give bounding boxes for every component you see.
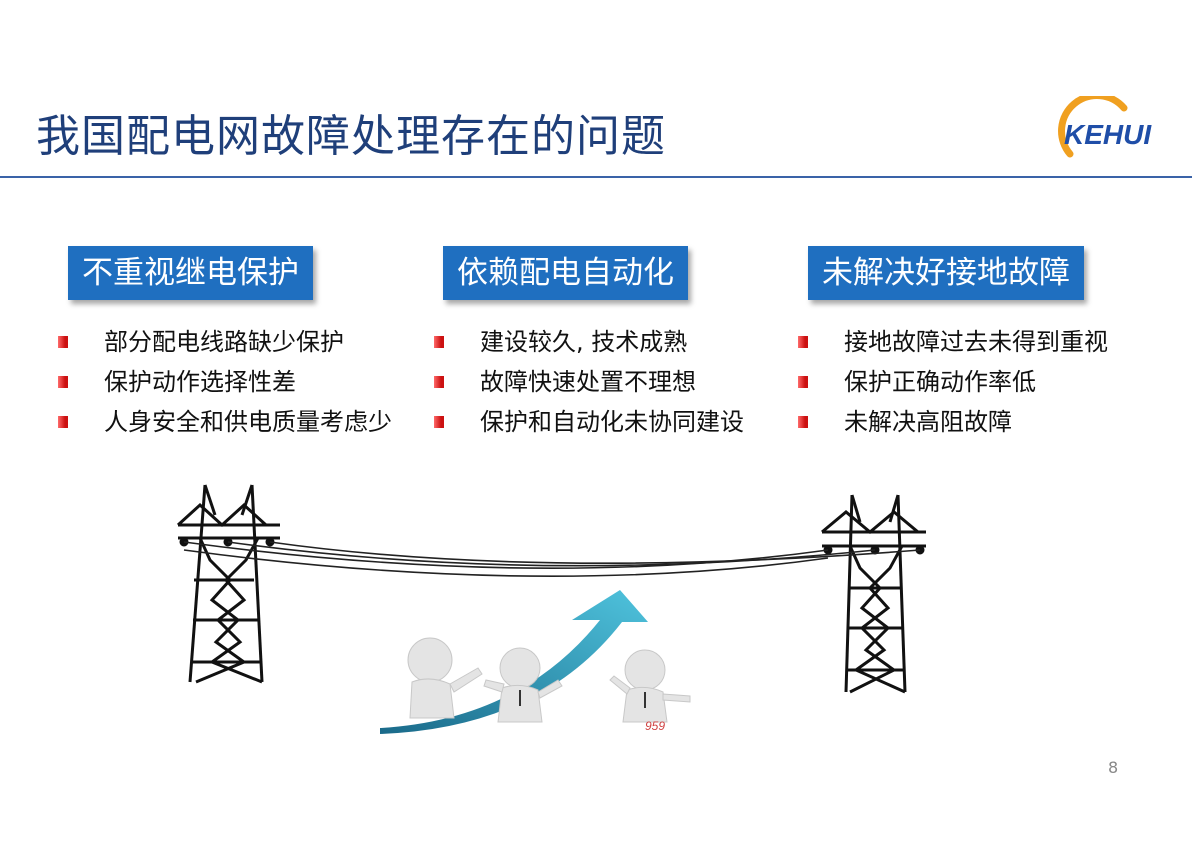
power-lines [183, 541, 921, 577]
list-item: 保护动作选择性差 [58, 362, 392, 402]
people-figures-icon: 959 [407, 637, 691, 733]
column-header-distribution-automation: 依赖配电自动化 [443, 246, 688, 300]
list-item: 部分配电线路缺少保护 [58, 322, 392, 362]
page-number: 8 [1108, 758, 1119, 777]
bullet-icon [58, 336, 68, 348]
list-item: 未解决高阻故障 [798, 402, 1108, 442]
slide-title: 我国配电网故障处理存在的问题 [36, 111, 666, 162]
bullet-icon [58, 376, 68, 388]
column-list-ground-fault: 接地故障过去未得到重视 保护正确动作率低 未解决高阻故障 [798, 322, 1108, 442]
logo-text: KEHUI [1064, 119, 1152, 150]
column-list-distribution-automation: 建设较久, 技术成熟 故障快速处置不理想 保护和自动化未协同建设 [434, 322, 744, 442]
list-item: 接地故障过去未得到重视 [798, 322, 1108, 362]
list-item: 保护和自动化未协同建设 [434, 402, 744, 442]
bullet-icon [58, 416, 68, 428]
column-header-relay-protection: 不重视继电保护 [68, 246, 313, 300]
list-item: 人身安全和供电质量考虑少 [58, 402, 392, 442]
bullet-icon [798, 416, 808, 428]
bullet-icon [798, 336, 808, 348]
watermark: 959 [645, 719, 665, 733]
power-line-illustration: 959 [176, 484, 926, 734]
transmission-tower-icon [821, 494, 926, 694]
transmission-tower-icon [176, 484, 280, 684]
bullet-icon [434, 376, 444, 388]
kehui-logo: KEHUI [1052, 92, 1182, 168]
list-item: 保护正确动作率低 [798, 362, 1108, 402]
bullet-icon [434, 336, 444, 348]
bullet-icon [434, 416, 444, 428]
bullet-icon [798, 376, 808, 388]
column-header-ground-fault: 未解决好接地故障 [808, 246, 1084, 300]
title-divider [0, 176, 1192, 178]
list-item: 故障快速处置不理想 [434, 362, 744, 402]
list-item: 建设较久, 技术成熟 [434, 322, 744, 362]
kehui-logo-icon: KEHUI [1058, 92, 1152, 158]
column-list-relay-protection: 部分配电线路缺少保护 保护动作选择性差 人身安全和供电质量考虑少 [58, 322, 392, 442]
